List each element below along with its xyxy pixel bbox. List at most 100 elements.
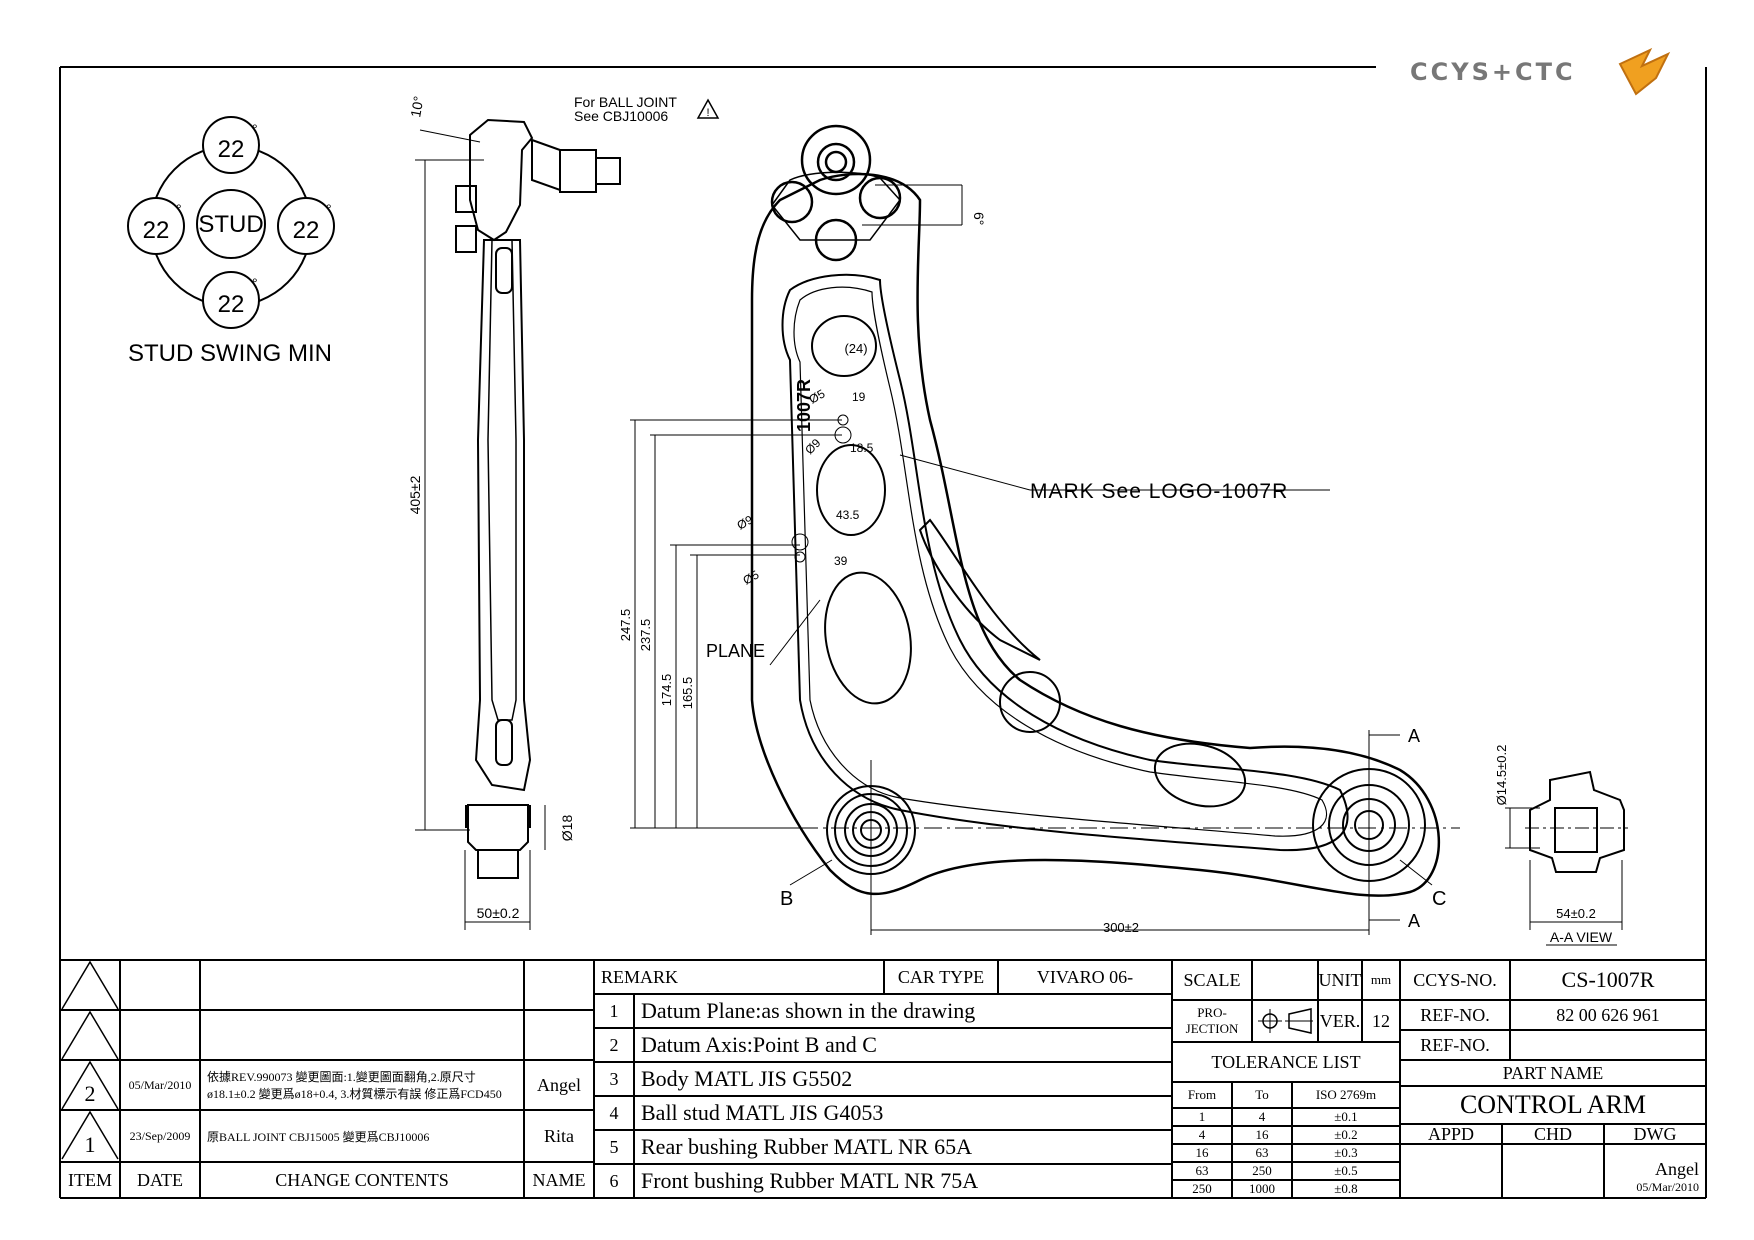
dim-h1745: 174.5 bbox=[659, 674, 674, 707]
ccys-no-value: CS-1007R bbox=[1510, 960, 1706, 1000]
rev-header-item: ITEM bbox=[60, 1162, 120, 1198]
revision-triangles bbox=[61, 960, 119, 1160]
appd-value bbox=[1400, 1144, 1502, 1198]
dim-d5b: Ø5 bbox=[741, 567, 762, 587]
dwg-label: DWG bbox=[1604, 1124, 1706, 1144]
rev-name: Rita bbox=[524, 1110, 594, 1162]
warning-triangle-icon: ! bbox=[696, 98, 720, 119]
dim-h2475: 247.5 bbox=[618, 609, 633, 642]
rev-contents-line2: ø18.1±0.2 變更爲ø18+0.4, 3.材質標示有誤 修正爲FCD450 bbox=[207, 1087, 502, 1101]
remark-text: Body MATL JIS G5502 bbox=[634, 1062, 1172, 1096]
remark-number: 1 bbox=[594, 994, 634, 1028]
projection-symbol-icon bbox=[1252, 1000, 1318, 1042]
logo-flame-icon bbox=[1618, 47, 1671, 96]
rev-date-cell bbox=[120, 960, 200, 1010]
dim-d39: 39 bbox=[834, 554, 848, 568]
dwg-date: 05/Mar/2010 bbox=[1636, 1180, 1699, 1194]
unit-label: UNIT bbox=[1318, 960, 1362, 1000]
rev-contents: 依據REV.990073 變更圖面:1.變更圖面翻角,2.原尺寸 ø18.1±0… bbox=[200, 1060, 524, 1110]
dim-d9a: Ø9 bbox=[802, 436, 823, 457]
stud-label: STUD bbox=[198, 211, 263, 238]
tol-header-iso: ISO 2769m bbox=[1292, 1082, 1400, 1108]
rev-header-name: NAME bbox=[524, 1162, 594, 1198]
front-angle: 6° bbox=[971, 212, 987, 225]
rev-contents-cell bbox=[200, 1010, 524, 1060]
stud-swing-left: 22 bbox=[143, 217, 170, 244]
rev-header-date: DATE bbox=[120, 1162, 200, 1198]
rev-name-cell bbox=[524, 1010, 594, 1060]
tol-header-to: To bbox=[1232, 1082, 1292, 1108]
dim-d185: 18.5 bbox=[850, 441, 874, 455]
rev-item: 1 bbox=[60, 1110, 120, 1162]
dim-h1655: 165.5 bbox=[680, 677, 695, 710]
rev-date: 05/Mar/2010 bbox=[120, 1060, 200, 1110]
tol-from: 250 bbox=[1172, 1180, 1232, 1198]
part-name-label: PART NAME bbox=[1400, 1060, 1706, 1086]
dim-h2375: 237.5 bbox=[638, 619, 653, 652]
point-b: B bbox=[780, 888, 793, 910]
remark-number: 5 bbox=[594, 1130, 634, 1164]
tol-to: 16 bbox=[1232, 1126, 1292, 1144]
logo-text: CCYS+CTC bbox=[1410, 58, 1576, 86]
car-type-value: VIVARO 06- bbox=[998, 960, 1172, 994]
remark-text: Datum Plane:as shown in the drawing bbox=[634, 994, 1172, 1028]
tolerance-title: TOLERANCE LIST bbox=[1172, 1042, 1400, 1082]
tol-value: ±0.8 bbox=[1292, 1180, 1400, 1198]
rev-contents: 原BALL JOINT CBJ15005 變更爲CBJ10006 bbox=[200, 1110, 524, 1162]
mark-code: 1007R bbox=[794, 379, 814, 432]
mark-note: MARK See LOGO-1007R bbox=[1030, 480, 1288, 503]
side-view bbox=[455, 118, 621, 879]
ref-no2-value bbox=[1510, 1030, 1706, 1060]
tol-to: 63 bbox=[1232, 1144, 1292, 1162]
tol-header-from: From bbox=[1172, 1082, 1232, 1108]
tol-to: 250 bbox=[1232, 1162, 1292, 1180]
ver-value: 12 bbox=[1362, 1000, 1400, 1042]
chd-value bbox=[1502, 1144, 1604, 1198]
dim-d435: 43.5 bbox=[836, 508, 860, 522]
tol-value: ±0.2 bbox=[1292, 1126, 1400, 1144]
ref-no-value: 82 00 626 961 bbox=[1510, 1000, 1706, 1030]
control-arm-holes bbox=[811, 315, 1247, 808]
unit-value: mm bbox=[1362, 960, 1400, 1000]
degree-mark: ° bbox=[252, 121, 258, 137]
degree-mark: ° bbox=[176, 201, 182, 217]
rev-contents-line1: 依據REV.990073 變更圖面:1.變更圖面翻角,2.原尺寸 bbox=[207, 1070, 476, 1084]
tol-from: 4 bbox=[1172, 1126, 1232, 1144]
hole-dim: (24) bbox=[844, 341, 867, 356]
side-view-dims bbox=[415, 129, 546, 930]
ref-no-label: REF-NO. bbox=[1400, 1000, 1510, 1030]
aa-width: 54±0.2 bbox=[1556, 906, 1596, 921]
section-a-bottom: A bbox=[1408, 911, 1420, 931]
remark-text: Ball stud MATL JIS G4053 bbox=[634, 1096, 1172, 1130]
side-width: 50±0.2 bbox=[477, 905, 520, 921]
remark-text: Datum Axis:Point B and C bbox=[634, 1028, 1172, 1062]
appd-label: APPD bbox=[1400, 1124, 1502, 1144]
stud-swing-right: 22 bbox=[293, 217, 320, 244]
remark-number: 6 bbox=[594, 1164, 634, 1198]
section-a-top: A bbox=[1408, 726, 1420, 746]
tol-to: 4 bbox=[1232, 1108, 1292, 1126]
tol-from: 63 bbox=[1172, 1162, 1232, 1180]
aa-label: A-A VIEW bbox=[1550, 929, 1613, 945]
tol-from: 16 bbox=[1172, 1144, 1232, 1162]
remark-number: 4 bbox=[594, 1096, 634, 1130]
rev-item: 2 bbox=[60, 1060, 120, 1110]
remark-title: REMARK bbox=[594, 960, 884, 994]
tol-to: 1000 bbox=[1232, 1180, 1292, 1198]
degree-mark: ° bbox=[326, 201, 332, 217]
front-view-dims bbox=[630, 184, 1460, 935]
rev-name: Angel bbox=[524, 1060, 594, 1110]
scale-value bbox=[1252, 960, 1318, 1000]
side-diameter: Ø18 bbox=[559, 815, 575, 842]
remark-number: 2 bbox=[594, 1028, 634, 1062]
aa-diameter: Ø14.5±0.2 bbox=[1494, 745, 1509, 806]
ccys-no-label: CCYS-NO. bbox=[1400, 960, 1510, 1000]
plane-label: PLANE bbox=[706, 641, 765, 661]
degree-mark: ° bbox=[252, 275, 258, 291]
rev-header-contents: CHANGE CONTENTS bbox=[200, 1162, 524, 1198]
remark-number: 3 bbox=[594, 1062, 634, 1096]
company-logo: CCYS+CTC bbox=[1410, 44, 1710, 104]
tol-value: ±0.3 bbox=[1292, 1144, 1400, 1162]
dim-d19: 19 bbox=[852, 390, 866, 404]
stud-swing-bottom: 22 bbox=[218, 291, 245, 318]
